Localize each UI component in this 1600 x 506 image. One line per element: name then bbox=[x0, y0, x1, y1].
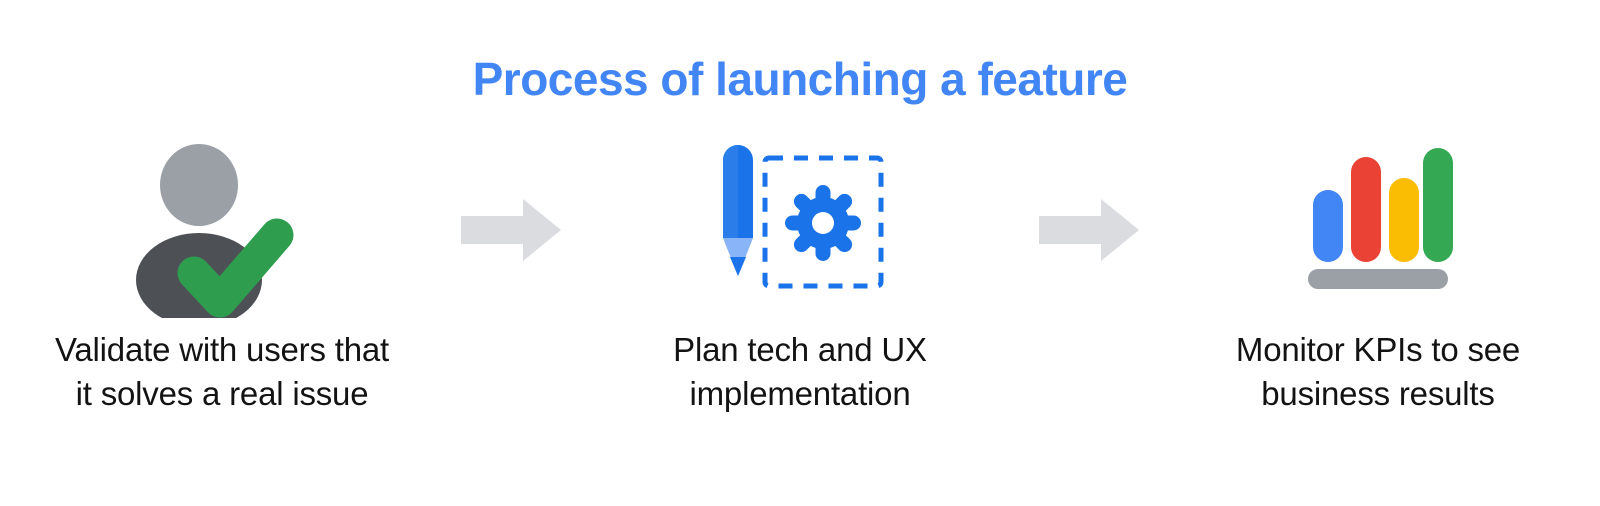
bar-3 bbox=[1389, 177, 1419, 262]
connector-arrow-1 bbox=[437, 140, 585, 320]
pencil-gear-icon bbox=[723, 144, 884, 288]
step-plan-caption: Plan tech and UX implementation bbox=[673, 331, 927, 412]
bar-4 bbox=[1423, 147, 1453, 262]
step-validate: Validate with users that it solves a rea… bbox=[7, 140, 437, 415]
bar-chart-icon bbox=[1308, 147, 1453, 289]
step-monitor: Monitor KPIs to see business results bbox=[1163, 140, 1593, 415]
arrow-right-icon bbox=[1039, 199, 1139, 261]
arrow-right-icon bbox=[461, 199, 561, 261]
step-plan-icon-wrap bbox=[715, 140, 885, 320]
step-validate-icon-wrap bbox=[117, 140, 327, 320]
pencil-body-light bbox=[723, 144, 738, 238]
pencil-point bbox=[730, 256, 746, 276]
step-plan: Plan tech and UX implementation bbox=[585, 140, 1015, 415]
step-monitor-icon-wrap bbox=[1303, 140, 1453, 320]
step-monitor-caption: Monitor KPIs to see business results bbox=[1235, 331, 1521, 412]
bar-1 bbox=[1313, 189, 1343, 262]
bar-chart-base bbox=[1308, 268, 1448, 289]
page-title: Process of launching a feature bbox=[472, 53, 1128, 105]
person-check-icon bbox=[136, 143, 294, 318]
dashed-frame bbox=[762, 155, 884, 288]
gear-icon bbox=[785, 184, 861, 261]
process-flow: Validate with users that it solves a rea… bbox=[0, 140, 1600, 460]
connector-arrow-2 bbox=[1015, 140, 1163, 320]
step-validate-caption: Validate with users that it solves a rea… bbox=[55, 331, 389, 412]
bar-2 bbox=[1351, 156, 1381, 262]
